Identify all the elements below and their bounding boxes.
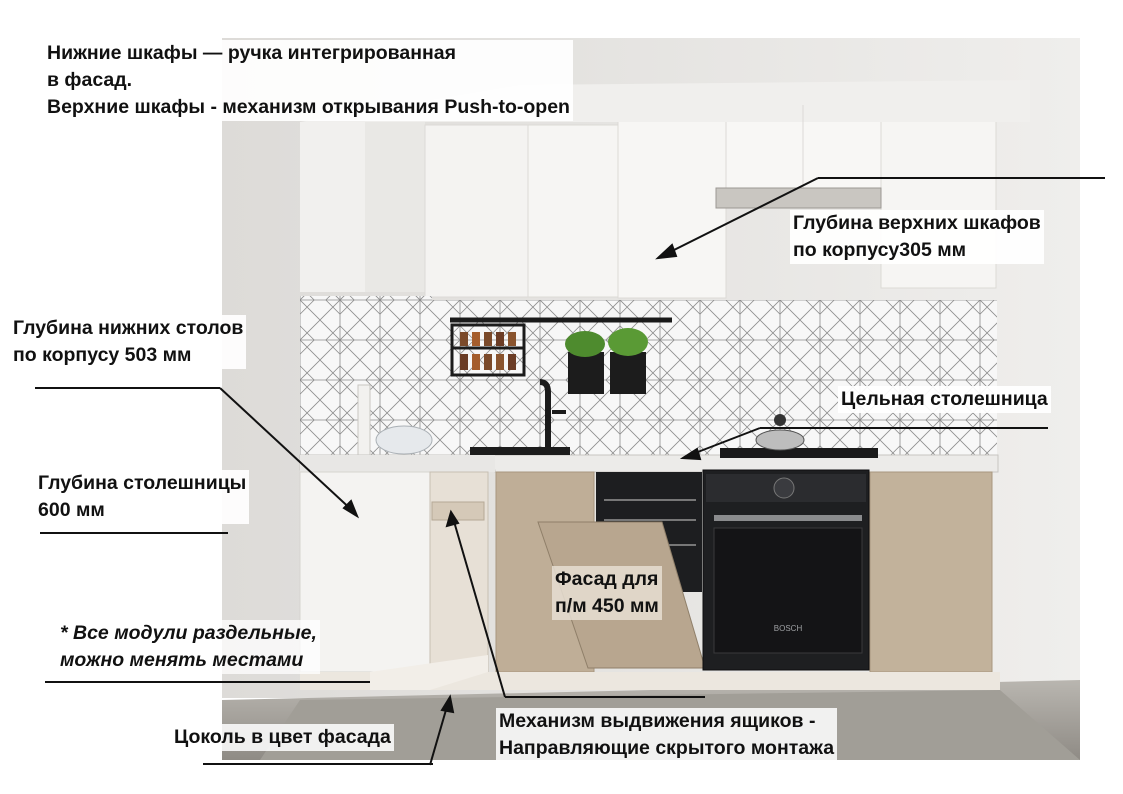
countertop-solid-annotation: Цельная столешница [838, 386, 1051, 413]
plinth [300, 672, 1000, 690]
sink [470, 447, 570, 455]
lower-facade-right [869, 471, 993, 673]
handles-annotation: Нижние шкафы — ручка интегрированная в ф… [44, 40, 573, 121]
dishwasher-facade-annotation: Фасад для п/м 450 мм [552, 566, 662, 620]
oven-brand-text: BOSCH [774, 624, 803, 633]
faucet-icon [539, 379, 566, 450]
backsplash-center [432, 300, 997, 455]
plinth-corner [370, 655, 488, 690]
countertop-corner [300, 455, 495, 472]
countertop-depth-annotation: Глубина столешницы 600 мм [35, 470, 250, 524]
countertop-depth-underline [40, 532, 228, 534]
plant-pot-icon [565, 328, 648, 394]
plinth-underline [203, 763, 433, 765]
side-panel [357, 384, 371, 456]
lower-depth-annotation: Глубина нижних столов по корпусу 503 мм [10, 315, 247, 369]
oven-icon: BOSCH [702, 469, 870, 671]
drawer-front [431, 501, 485, 521]
modules-note-underline [45, 681, 370, 683]
lower-depth-underline [35, 387, 220, 389]
upper-depth-annotation: Глубина верхних шкафов по корпусу305 мм [790, 210, 1044, 264]
plinth-annotation: Цоколь в цвет фасада [171, 724, 394, 751]
leader-lines [219, 177, 1105, 766]
glass-bowl [375, 425, 433, 455]
cooktop-icon [720, 414, 878, 458]
lower-corner-cabinet [299, 471, 431, 673]
range-hood [715, 187, 882, 209]
drawer-mechanism-annotation: Механизм выдвижения ящиков - Направляющи… [496, 708, 838, 762]
spice-rack-icon [450, 317, 672, 377]
modules-note: * Все модули раздельные, можно менять ме… [57, 620, 320, 674]
